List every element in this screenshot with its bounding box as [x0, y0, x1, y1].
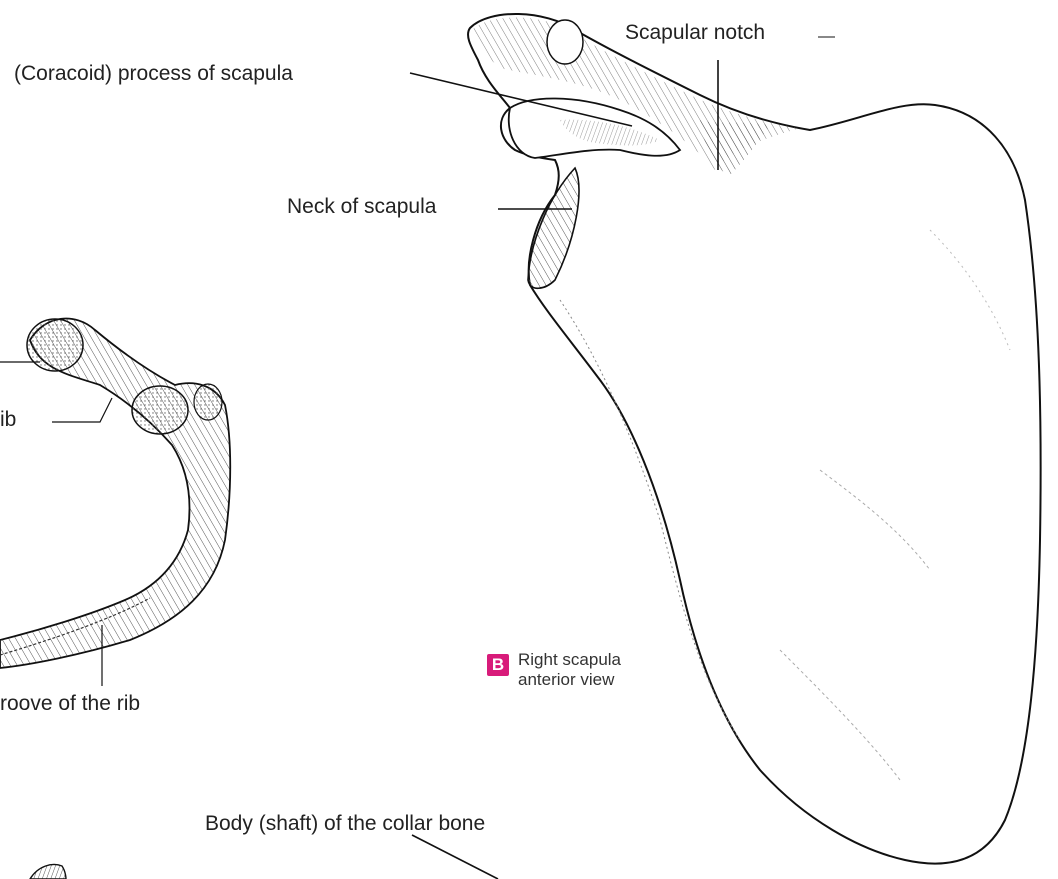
coracoid-tip	[547, 20, 583, 64]
label-neck-of-scapula: Neck of scapula	[287, 195, 436, 219]
rib-body	[0, 319, 230, 668]
label-groove-of-rib: roove of the rib	[0, 692, 140, 716]
leader-rib	[52, 398, 112, 422]
rib-head	[27, 319, 83, 371]
scapula-drawing	[468, 14, 1041, 864]
collar-bone-fragment	[30, 865, 66, 879]
label-rib-partial: ib	[0, 408, 16, 432]
leader-collar-body	[412, 835, 498, 879]
rib-tubercle	[132, 386, 188, 434]
figure-caption: Right scapula anterior view	[518, 650, 621, 690]
figure-tag-badge: B	[487, 654, 509, 676]
rib-tubercle-2	[194, 384, 222, 420]
label-collar-body: Body (shaft) of the collar bone	[205, 812, 485, 836]
rib-drawing	[0, 319, 230, 668]
label-coracoid: (Coracoid) process of scapula	[14, 62, 293, 86]
caption-line-1: Right scapula	[518, 650, 621, 670]
caption-line-2: anterior view	[518, 670, 621, 690]
label-scapular-notch: Scapular notch	[625, 21, 765, 45]
